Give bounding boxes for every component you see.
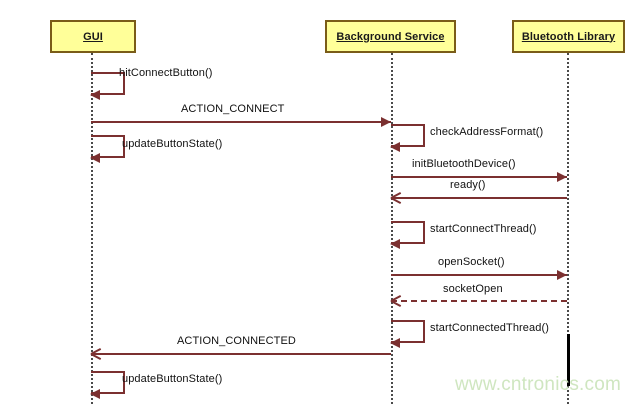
message-label-m12: updateButtonState() bbox=[122, 373, 223, 385]
self-message-loop-m3 bbox=[391, 124, 425, 147]
participant-service[interactable]: Background Service bbox=[325, 20, 456, 53]
lifeline-service bbox=[391, 53, 393, 404]
message-label-m4: updateButtonState() bbox=[122, 138, 223, 150]
message-label-m6: ready() bbox=[450, 179, 486, 191]
watermark: www.cntronics.com bbox=[455, 374, 621, 395]
arrowhead-m2 bbox=[381, 117, 391, 127]
message-label-m10: startConnectedThread() bbox=[430, 322, 549, 334]
message-label-m1: hitConnectButton() bbox=[119, 67, 213, 79]
thread-bar-bt-thread bbox=[567, 334, 570, 386]
participant-label-gui: GUI bbox=[83, 30, 103, 43]
message-label-m3: checkAddressFormat() bbox=[430, 126, 544, 138]
message-line-m5 bbox=[391, 176, 567, 178]
message-line-m2 bbox=[91, 121, 391, 123]
self-message-loop-m1 bbox=[91, 72, 125, 95]
message-line-m6 bbox=[391, 197, 567, 199]
participant-gui[interactable]: GUI bbox=[50, 20, 136, 53]
self-message-loop-m10 bbox=[391, 320, 425, 343]
participant-label-service: Background Service bbox=[336, 30, 445, 43]
self-message-loop-m12 bbox=[91, 371, 125, 394]
lifeline-bluetooth bbox=[567, 53, 569, 404]
message-line-m8 bbox=[391, 274, 567, 276]
arrowhead-m5 bbox=[557, 172, 567, 182]
arrowhead-m8 bbox=[557, 270, 567, 280]
self-message-loop-m4 bbox=[91, 135, 125, 158]
message-label-m2: ACTION_CONNECT bbox=[181, 103, 285, 115]
self-message-loop-m7 bbox=[391, 221, 425, 244]
message-label-m7: startConnectThread() bbox=[430, 223, 537, 235]
message-line-m9 bbox=[391, 300, 567, 302]
message-label-m9: socketOpen bbox=[443, 283, 503, 295]
message-label-m11: ACTION_CONNECTED bbox=[177, 335, 296, 347]
participant-label-bluetooth: Bluetooth Library bbox=[521, 30, 616, 43]
participant-bluetooth[interactable]: Bluetooth Library bbox=[512, 20, 625, 53]
message-label-m5: initBluetoothDevice() bbox=[412, 158, 516, 170]
message-line-m11 bbox=[91, 353, 391, 355]
message-label-m8: openSocket() bbox=[438, 256, 505, 268]
lifeline-gui bbox=[91, 53, 93, 404]
